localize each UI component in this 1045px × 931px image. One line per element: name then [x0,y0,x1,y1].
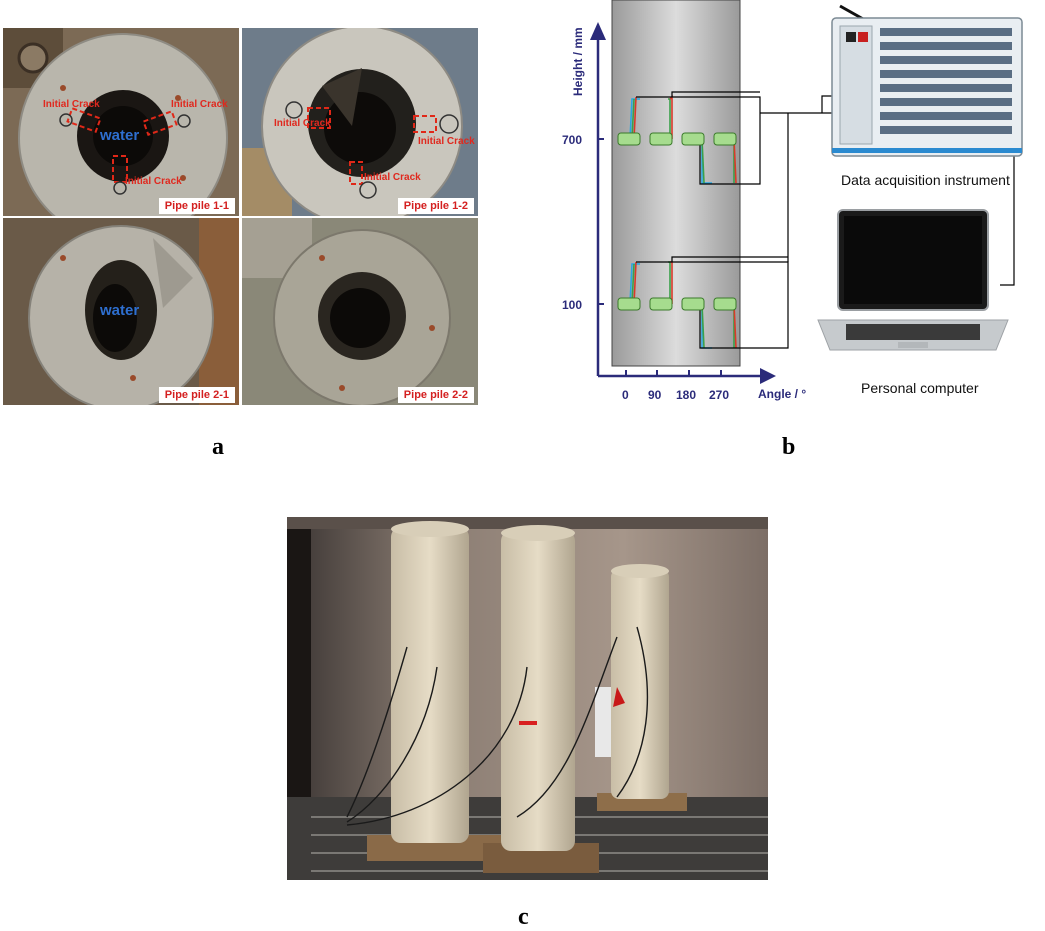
strain-sensor [649,132,673,146]
panel-letter-a: a [212,434,224,460]
strain-sensor [681,297,705,311]
water-label: water [100,127,140,144]
pipe-pile-1-1-image [3,28,239,216]
strain-sensor [681,132,705,146]
pipe-pile-2-1-image [3,218,239,405]
panel-letter-c: c [518,904,529,930]
panel-letter-b: b [782,434,796,460]
crack-label: Initial Crack [125,176,182,187]
personal-computer [817,209,1009,351]
y-axis-arrow [590,22,606,40]
photo-pipe-pile-2-1: water Pipe pile 2-1 [3,218,239,405]
pile-body [611,0,741,367]
upper-signal-lines [636,91,832,185]
crack-label: Initial Crack [364,172,421,183]
x-axis-title: Angle / ° [758,387,806,401]
x-tick-label: 180 [676,388,696,402]
photo-label: Pipe pile 2-2 [397,387,474,403]
sensor-layout-diagram: Height / mm Angle / ° 700 100 0 90 180 2… [562,0,1023,402]
strain-sensor [713,297,737,311]
strain-sensor [649,297,673,311]
instrument-link [821,95,832,113]
crack-label: Initial Crack [418,136,475,147]
photo-label: Pipe pile 1-1 [158,198,235,214]
photo-label: Pipe pile 1-2 [397,198,474,214]
x-tick-label: 270 [709,388,729,402]
photo-pipe-pile-2-2: Pipe pile 2-2 [242,218,478,405]
y-tick-label: 100 [562,298,582,312]
computer-caption: Personal computer [861,380,979,396]
data-acquisition-instrument [831,4,1023,157]
strain-sensor [713,132,737,146]
crack-label: Initial Crack [274,118,331,129]
crack-label: Initial Crack [171,99,228,110]
instrument-caption: Data acquisition instrument [841,172,1010,188]
freeze-chamber-photo [287,517,768,880]
y-tick-label: 700 [562,133,582,147]
water-label: water [100,302,140,319]
x-tick-label: 0 [622,388,629,402]
lower-signal-lines [636,113,789,349]
strain-sensor [617,297,641,311]
x-tick-label: 90 [648,388,662,402]
pipe-pile-2-2-image [242,218,478,405]
x-axis-arrow [760,368,776,384]
photo-label: Pipe pile 2-1 [158,387,235,403]
pipe-pile-1-2-image [242,28,478,216]
photo-pipe-pile-1-2: Initial Crack Initial Crack Initial Crac… [242,28,478,216]
strain-sensor [617,132,641,146]
crack-label: Initial Crack [43,99,100,110]
photo-pipe-pile-1-1: water Initial Crack Initial Crack Initia… [3,28,239,216]
y-axis-title: Height / mm [571,27,585,96]
